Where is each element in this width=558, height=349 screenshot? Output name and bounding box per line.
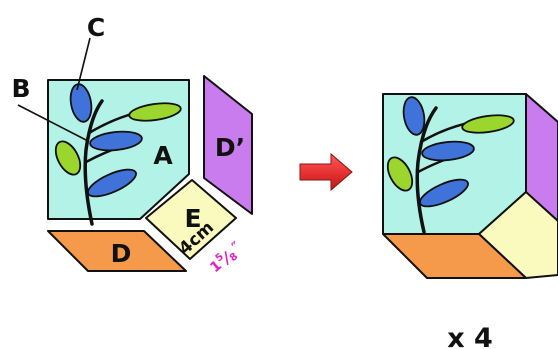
assembled-leaf-blue-mid <box>421 140 475 162</box>
leader-line-b <box>17 104 89 142</box>
label-d-prime: D’ <box>215 133 245 162</box>
assembled-stem <box>415 106 438 234</box>
right-arrow-icon <box>299 152 353 192</box>
assembled-leaf-blue-top <box>402 96 426 136</box>
label-e: E <box>184 204 201 233</box>
piece-d-prime <box>203 75 253 215</box>
assembled-leaf-green-top <box>461 114 515 134</box>
leader-line-c <box>76 37 91 91</box>
stem <box>83 99 104 226</box>
label-d: D <box>111 239 132 268</box>
inch-fraction-bar <box>224 251 229 266</box>
piece-e <box>145 179 237 260</box>
leaf-blue-lower <box>87 168 137 198</box>
multiplier-label: x 4 <box>447 323 493 349</box>
exploded-block: C B A D’ E 4cm D 1 5 8 ″ <box>11 13 253 276</box>
label-size-inch: 1 5 8 ″ <box>207 239 244 276</box>
assembled-leaf-green-left <box>386 156 414 192</box>
assembled-piece-d <box>382 233 527 279</box>
assembled-leaf-blue-lower <box>419 178 469 208</box>
label-c: C <box>87 13 105 42</box>
label-a: A <box>153 141 173 170</box>
piece-d <box>47 230 187 272</box>
leaf-blue-upper-right <box>89 130 143 152</box>
assembled-block <box>382 93 558 279</box>
label-b: B <box>11 74 30 103</box>
leaf-b-green <box>54 140 82 176</box>
leaf-green-top <box>128 102 182 122</box>
